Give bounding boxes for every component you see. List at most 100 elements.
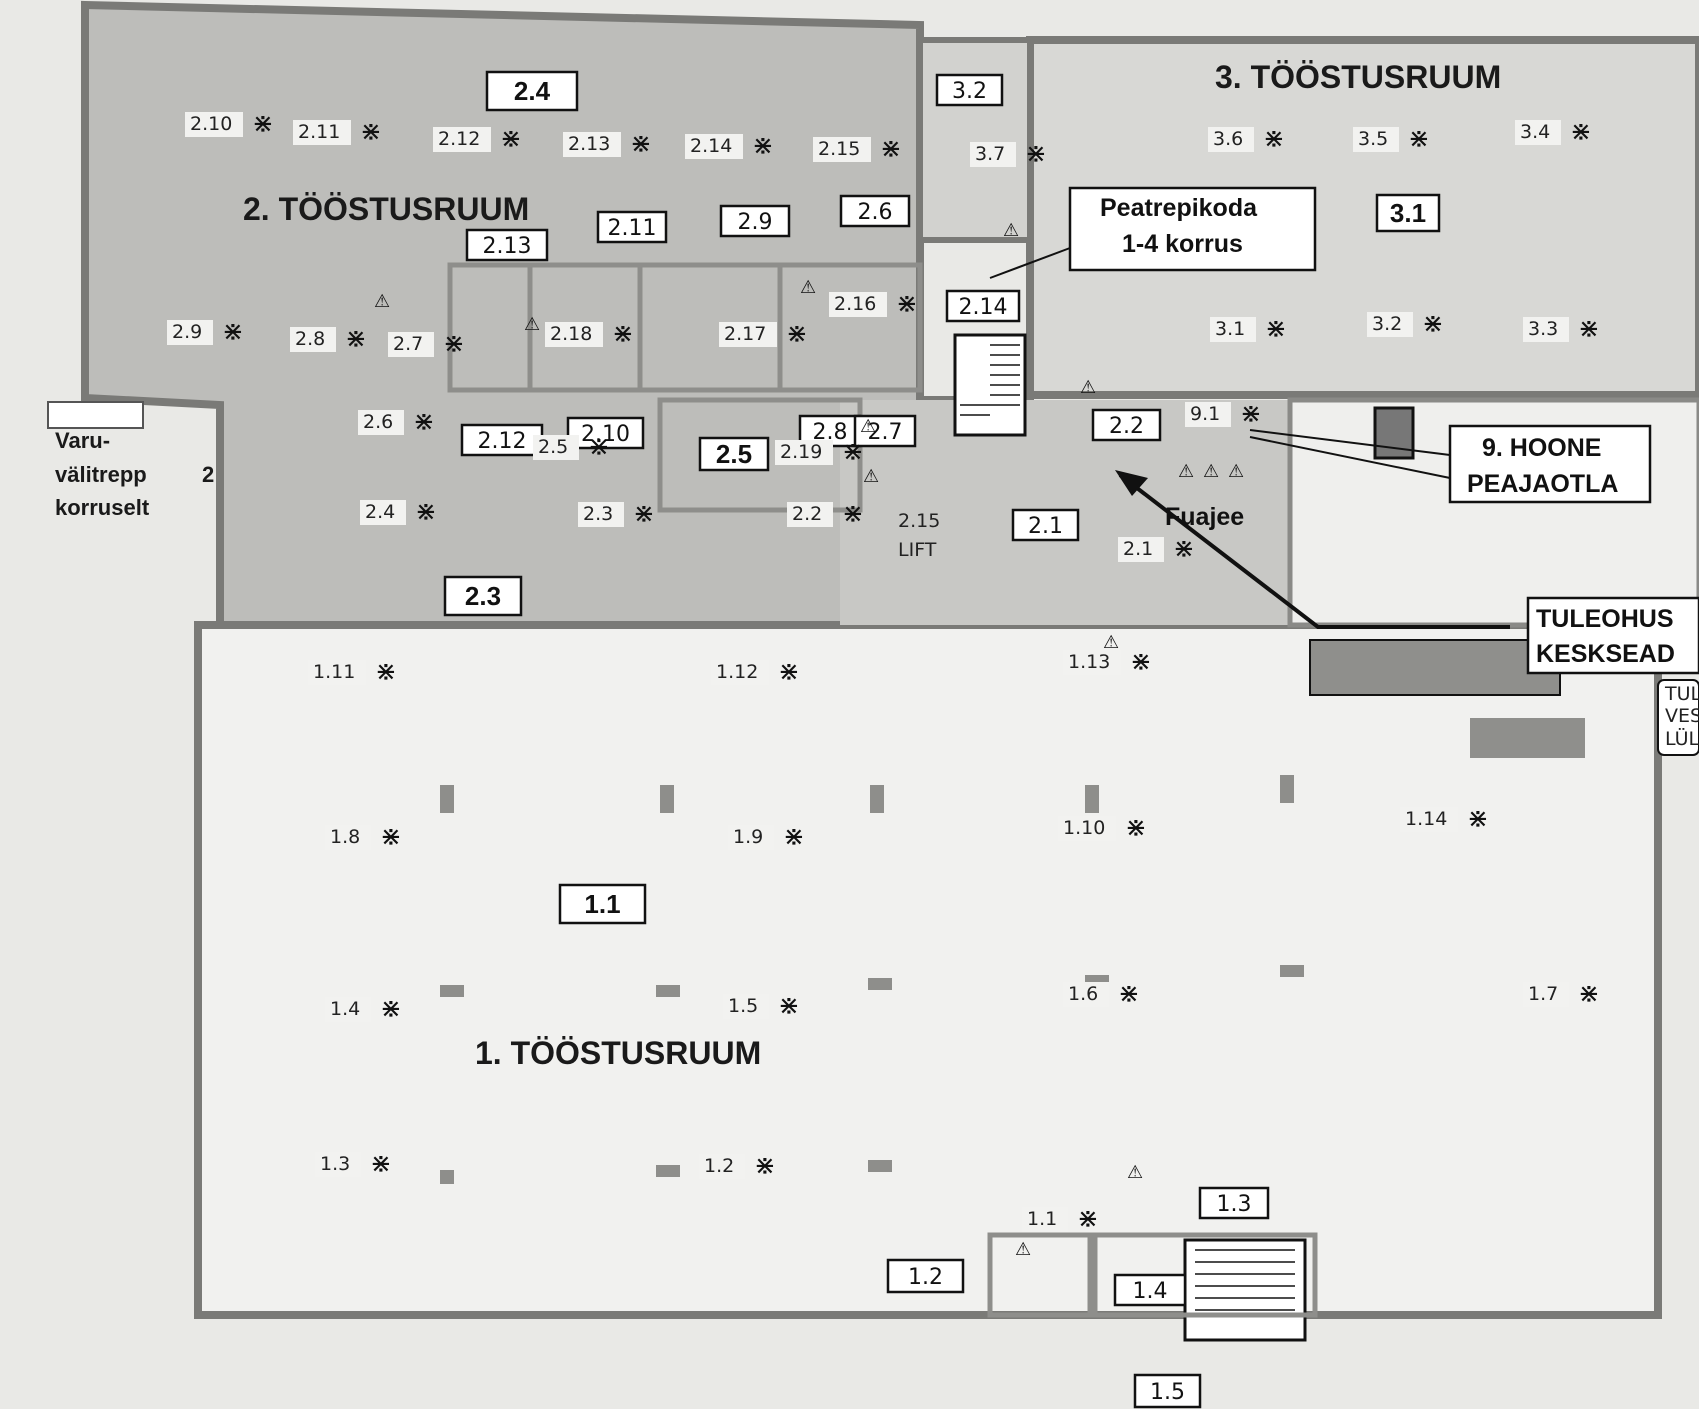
room-label-box	[853, 414, 917, 448]
smoke-detector-icon: ⋇	[896, 289, 918, 319]
sensor-label: 2.4	[365, 501, 395, 523]
warning-triangle-icon: ⚠	[860, 416, 876, 436]
sensor-label-bg	[185, 112, 243, 137]
smoke-detector-icon: ⋇	[1578, 979, 1600, 1009]
smoke-detector-icon: ⋇	[375, 657, 397, 687]
room-label-text: 2.4	[514, 76, 551, 106]
warning-triangle-icon: ⚠	[1015, 1239, 1031, 1259]
smoke-detector-icon: ⋇	[252, 109, 274, 139]
room-label-text: 2.2	[1109, 414, 1144, 439]
smoke-detector-icon: ⋇	[786, 319, 808, 349]
room-label-box	[1113, 1273, 1187, 1307]
smoke-detector-icon: ⋇	[1263, 124, 1285, 154]
room-label-text: 2.6	[858, 200, 893, 225]
sensor-label: 3.1	[1215, 318, 1245, 340]
sensor-label-bg	[813, 137, 871, 162]
sensor-label-bg	[970, 142, 1016, 167]
sensor-label-bg	[1022, 1207, 1068, 1232]
room-label-box	[886, 1258, 965, 1294]
sensor-label: 1.6	[1068, 983, 1098, 1005]
sensor-label-bg	[1063, 650, 1121, 675]
sensor-label: 2.12	[438, 128, 480, 150]
callout-fire-water: TUL VES LÜL	[1657, 679, 1699, 756]
room1-floor	[194, 621, 1662, 1319]
sensor-label-bg	[1400, 807, 1458, 832]
evacuation-arrow	[1118, 473, 1510, 629]
svg-text:KESKSEAD: KESKSEAD	[1536, 640, 1675, 668]
sensor-label: 1.8	[330, 826, 360, 848]
sensor-label-bg	[433, 127, 491, 152]
sensor-label-bg	[167, 320, 213, 345]
room-label-text: 1.4	[1133, 1279, 1168, 1304]
svg-text:TULEOHUS: TULEOHUS	[1536, 605, 1674, 633]
sensor-label-bg	[578, 502, 624, 527]
sensor-label-bg	[325, 997, 371, 1022]
svg-text:Peatrepikoda: Peatrepikoda	[1100, 194, 1258, 222]
callout-main-panel: 9. HOONE PEAJAOTLA	[1448, 424, 1652, 504]
sensor-label-bg	[308, 660, 366, 685]
lift-label-1: 2.15	[898, 510, 940, 532]
warning-triangle-icon: ⚠	[524, 314, 540, 334]
smoke-detector-icon: ⋇	[1173, 534, 1195, 564]
sensor-label: 1.14	[1405, 808, 1447, 830]
sensor-label-bg	[719, 322, 777, 347]
smoke-detector-icon: ⋇	[778, 657, 800, 687]
sensor-label-bg	[1208, 127, 1254, 152]
sensor-label-bg	[293, 120, 351, 145]
warning-triangle-icon: ⚠	[1203, 461, 1219, 481]
smoke-detector-icon: ⋇	[1125, 813, 1147, 843]
sensor-label-bg	[545, 322, 603, 347]
sensor-label-bg	[1353, 127, 1399, 152]
sensor-label: 1.4	[330, 998, 360, 1020]
warning-triangle-icon: ⚠	[1080, 377, 1096, 397]
sensor-label: 9.1	[1190, 403, 1220, 425]
room-3-7	[917, 37, 1033, 243]
sensor-label: 2.2	[792, 503, 822, 525]
svg-text:VES: VES	[1665, 705, 1699, 727]
sensor-label: 2.9	[172, 321, 202, 343]
room-label-box	[698, 436, 770, 472]
room-label-text: 2.14	[959, 295, 1008, 320]
sensor-label: 2.3	[583, 503, 613, 525]
sensor-label-bg	[315, 1152, 361, 1177]
sensor-label-bg	[699, 1154, 745, 1179]
room-label-text: 2.12	[478, 429, 527, 454]
smoke-detector-icon: ⋇	[880, 134, 902, 164]
room1-title: 1. TÖÖSTUSRUUM	[475, 1035, 761, 1071]
warning-triangle-icon: ⚠	[1127, 1162, 1143, 1182]
room-label-text: 1.2	[908, 1265, 943, 1290]
sensor-label-bg	[1367, 312, 1413, 337]
room-label-text: 2.10	[581, 422, 630, 447]
sensor-label: 1.7	[1528, 983, 1558, 1005]
smoke-detector-icon: ⋇	[630, 129, 652, 159]
smoke-detector-icon: ⋇	[1265, 314, 1287, 344]
warning-triangle-icon: ⚠	[863, 466, 879, 486]
smoke-detector-icon: ⋇	[588, 432, 610, 462]
room-label-box	[465, 228, 549, 262]
sensor-label-bg	[325, 825, 371, 850]
room-label-text: 2.3	[465, 581, 501, 611]
sensor-label-bg	[1210, 317, 1256, 342]
sensor-label-bg	[290, 327, 336, 352]
warning-triangle-icon: ⚠	[1003, 220, 1019, 240]
sensor-label-bg	[1118, 537, 1164, 562]
room-label-box	[1198, 1186, 1270, 1220]
smoke-detector-icon: ⋇	[1240, 399, 1262, 429]
sensor-label: 2.6	[363, 411, 393, 433]
room-label-text: 1.3	[1217, 1192, 1252, 1217]
svg-text:LÜL: LÜL	[1665, 727, 1699, 750]
sensor-label: 1.5	[728, 995, 758, 1017]
sensor-label: 2.18	[550, 323, 592, 345]
sensor-label: 1.10	[1063, 817, 1105, 839]
smoke-detector-icon: ⋇	[612, 319, 634, 349]
smoke-detector-icon: ⋇	[1467, 804, 1489, 834]
room-label-box	[935, 73, 1004, 107]
warning-triangle-icon: ⚠	[1228, 461, 1244, 481]
sensor-label: 2.7	[393, 333, 423, 355]
sensor-label: 2.13	[568, 133, 610, 155]
smoke-detector-icon: ⋇	[380, 994, 402, 1024]
smoke-detector-icon: ⋇	[783, 822, 805, 852]
sensors-layer: 2.10⋇2.11⋇2.12⋇2.13⋇2.14⋇2.15⋇3.6⋇3.5⋇3.…	[167, 109, 1600, 1259]
smoke-detector-icon: ⋇	[443, 329, 465, 359]
